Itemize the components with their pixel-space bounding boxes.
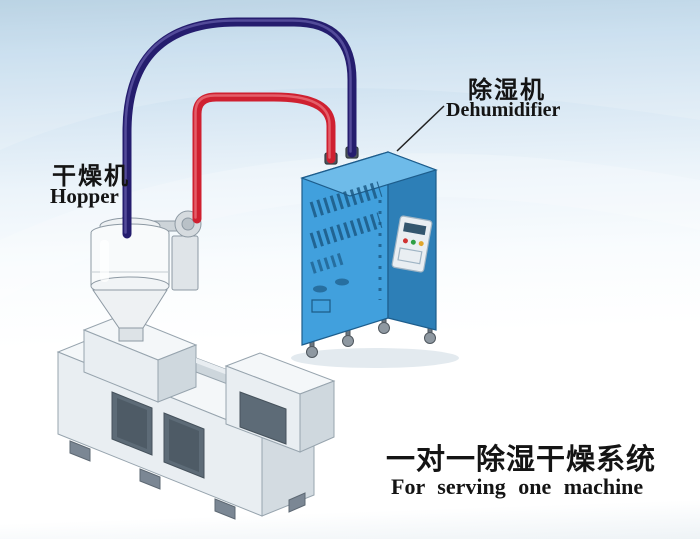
pipes: [122, 17, 357, 239]
caster-wheel-3: [378, 322, 390, 334]
dehumidifier-pointer-line: [396, 105, 445, 152]
caster-wheel-4: [424, 332, 436, 344]
return-pipe-highlight: [124, 19, 352, 234]
control-panel: [391, 215, 433, 273]
machine-foot-1: [69, 440, 91, 462]
caster-wheel-1: [306, 346, 318, 358]
vent-grille-1: [309, 181, 383, 218]
dehumidifier-label-en: Dehumidifier: [446, 99, 561, 121]
machine-foot-2: [139, 468, 161, 490]
extruder-machine: [56, 314, 336, 520]
panel-light-amber: [418, 241, 424, 247]
head-box-panel: [239, 391, 287, 445]
hopper-highlight: [100, 240, 109, 282]
dehumidifier-casters: [306, 316, 436, 358]
front-access-plate: [311, 299, 331, 313]
machine-door-1-inner: [117, 398, 147, 449]
panel-light-green: [410, 239, 416, 245]
caster-wheel-2: [342, 335, 354, 347]
machine-foot-4: [288, 492, 306, 513]
blower-inlet: [181, 217, 195, 231]
dehumidifier-shadow: [291, 348, 459, 368]
gearbox-side: [157, 344, 197, 403]
dehumidifier-unit: [300, 146, 438, 358]
vent-oval-2: [335, 278, 349, 286]
hopper-neck: [118, 327, 144, 342]
dry-pipe-highlight: [194, 94, 331, 219]
vent-grille-3: [310, 252, 346, 274]
caption-cn: 一对一除湿干燥系统: [386, 442, 657, 476]
head-box-side: [299, 380, 335, 453]
hopper-label-cn: 干燥机: [52, 162, 130, 190]
machine-foot-3: [214, 498, 236, 520]
swoosh-mid: [0, 153, 700, 300]
machine-door-2-inner: [169, 419, 199, 472]
panel-switch-area: [397, 247, 423, 265]
control-panel-display: [403, 222, 427, 236]
loader-housing: [171, 235, 199, 291]
vent-grille-2: [309, 212, 383, 249]
caption-en: For serving one machine: [391, 474, 644, 499]
hopper-label-en: Hopper: [50, 184, 119, 208]
cabinet-vents: [309, 181, 383, 300]
panel-light-red: [402, 238, 408, 244]
cabinet-top-face: [300, 151, 438, 197]
vent-oval-1: [313, 285, 327, 293]
dehumidifier-label-cn: 除湿机: [468, 76, 546, 104]
